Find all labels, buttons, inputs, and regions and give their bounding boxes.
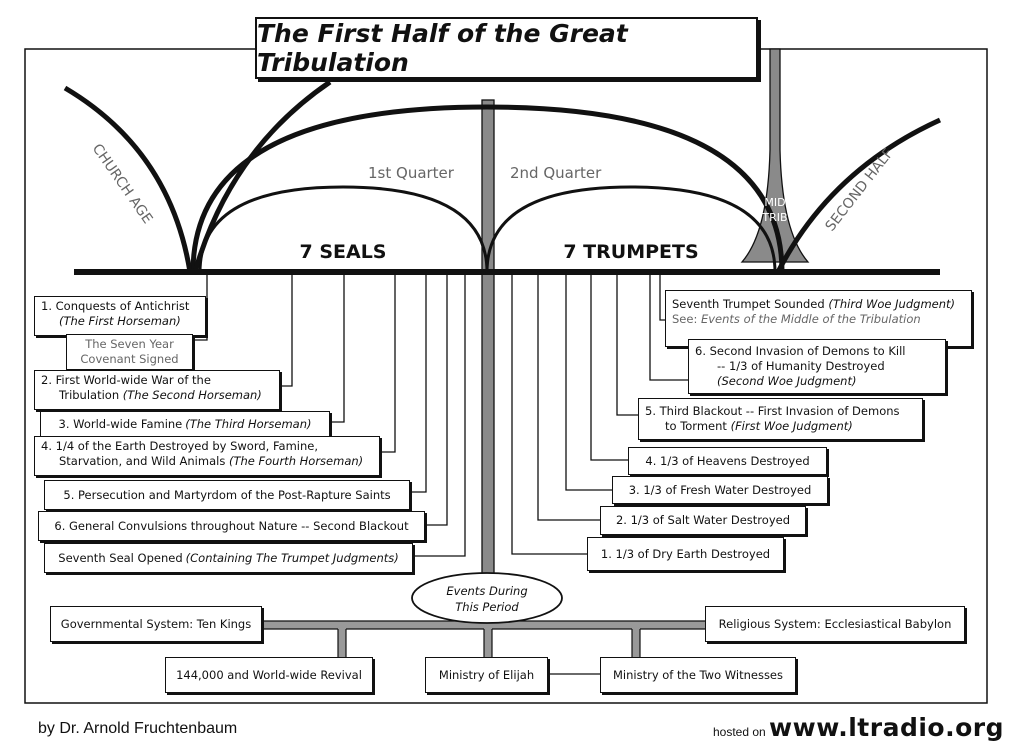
elijah-text: Ministry of Elijah (438, 667, 535, 682)
trumpet-7-line1-italic: (Third Woe Judgment) (828, 297, 956, 311)
author-credit: by Dr. Arnold Fruchtenbaum (38, 720, 238, 737)
connector-trumpet-1 (511, 272, 588, 555)
second-quarter-label: 2nd Quarter (510, 164, 602, 182)
covenant-line1: The Seven Year (85, 337, 174, 351)
governmental-system-text: Governmental System: Ten Kings (60, 616, 252, 631)
church-age-label: CHURCH AGE (89, 141, 156, 227)
covenant-line2: Covenant Signed (80, 352, 179, 366)
trumpet-2-text: 2. 1/3 of Salt Water Destroyed (615, 513, 790, 527)
mid-trib-label-line1: MID (764, 196, 785, 209)
seals-heading: 7 SEALS (300, 241, 387, 263)
connector-trumpet-6 (649, 272, 690, 381)
trumpet-connectors (511, 272, 690, 555)
mid-trib-tower (740, 48, 810, 263)
first-quarter-arch (198, 185, 489, 273)
seal-2-line1: 2. First World-wide War of the (41, 373, 211, 387)
seal-4-line2-italic: (The Fourth Horseman) (228, 454, 364, 468)
trumpet-7-line2-prefix: See: (672, 312, 701, 326)
hosted-on-text: hosted on (713, 725, 770, 739)
seal-2-line2-italic: (The Second Horseman) (122, 388, 262, 402)
revival-text: 144,000 and World-wide Revival (176, 667, 362, 682)
connector-seal-6 (425, 272, 448, 526)
witnesses-box: Ministry of the Two Witnesses (600, 657, 796, 693)
connector-seal-7 (413, 272, 466, 557)
revival-box: 144,000 and World-wide Revival (165, 657, 373, 693)
seal-3-italic: (The Third Horseman) (185, 416, 312, 431)
trumpet-6-line2: -- 1/3 of Humanity Destroyed (717, 359, 885, 373)
second-half-arc (775, 117, 942, 274)
outer-frame (24, 48, 988, 704)
connector-trumpet-4 (590, 272, 628, 461)
hosted-credit: hosted on www.ltradio.org (713, 713, 1004, 742)
seal-box-1: 1. Conquests of Antichrist (The First Ho… (34, 296, 206, 336)
seal-1-line2: (The First Horseman) (59, 314, 181, 328)
page-title: The First Half of the Great Tribulation (255, 17, 758, 79)
seal-box-6: 6. General Convulsions throughout Nature… (38, 511, 425, 541)
mid-trib-label-line2: TRIB (761, 211, 787, 224)
trumpet-5-line2-italic: (First Woe Judgment) (730, 419, 853, 433)
events-oval-line2: This Period (455, 600, 519, 614)
site-link[interactable]: www.ltradio.org (769, 713, 1004, 742)
seal-3-prefix: 3. World-wide Famine (58, 416, 183, 431)
arc-to-title (192, 79, 332, 273)
trumpet-6-line1: 6. Second Invasion of Demons to Kill (695, 344, 906, 358)
seal-6-text: 6. General Convulsions throughout Nature… (54, 518, 409, 533)
first-quarter-label: 1st Quarter (368, 164, 455, 182)
seal-box-4: 4. 1/4 of the Earth Destroyed by Sword, … (34, 436, 380, 476)
trumpet-7-line2-italic: Events of the Middle of the Tribulation (700, 312, 921, 326)
trumpet-box-2: 2. 1/3 of Salt Water Destroyed (600, 506, 806, 535)
connector-seal-2 (280, 272, 293, 387)
trumpets-heading: 7 TRUMPETS (563, 241, 698, 263)
church-age-arc (63, 85, 193, 273)
trumpet-box-1: 1. 1/3 of Dry Earth Destroyed (587, 537, 784, 571)
events-oval-line1: Events During (446, 584, 527, 598)
seal-2-line2-prefix: Tribulation (59, 388, 123, 402)
connector-trumpet-5 (616, 272, 638, 416)
connector-seal-5 (410, 272, 427, 493)
covenant-box: The Seven Year Covenant Signed (66, 334, 193, 370)
trumpet-6-line3: (Second Woe Judgment) (717, 374, 857, 388)
witnesses-text: Ministry of the Two Witnesses (612, 667, 783, 682)
central-pillar (481, 99, 495, 621)
connector-trumpet-3 (565, 272, 612, 491)
trumpet-box-6: 6. Second Invasion of Demons to Kill -- … (688, 339, 946, 394)
events-tree (262, 621, 705, 658)
religious-system-text: Religious System: Ecclesiastical Babylon (718, 616, 952, 631)
big-arch (190, 104, 785, 273)
seal-box-7: Seventh Seal Opened (Containing The Trum… (44, 543, 413, 573)
seal-4-line2-prefix: Starvation, and Wild Animals (59, 454, 229, 468)
governmental-system-box: Governmental System: Ten Kings (50, 606, 262, 642)
seal-box-2: 2. First World-wide War of the Tribulati… (34, 370, 280, 410)
trumpet-box-4: 4. 1/3 of Heavens Destroyed (628, 447, 827, 475)
trumpet-5-line1: 5. Third Blackout -- First Invasion of D… (645, 404, 900, 418)
seal-7-prefix: Seventh Seal Opened (58, 550, 183, 565)
trumpet-box-3: 3. 1/3 of Fresh Water Destroyed (612, 476, 828, 504)
events-oval (411, 572, 563, 624)
trumpet-7-line1-prefix: Seventh Trumpet Sounded (672, 297, 829, 311)
connector-trumpet-2 (537, 272, 600, 521)
connector-trumpet-7 (659, 272, 665, 321)
religious-system-box: Religious System: Ecclesiastical Babylon (705, 606, 965, 642)
seal-4-line1: 4. 1/4 of the Earth Destroyed by Sword, … (41, 439, 318, 453)
trumpet-1-text: 1. 1/3 of Dry Earth Destroyed (600, 546, 771, 561)
seal-1-line1: 1. Conquests of Antichrist (41, 299, 190, 313)
trumpet-4-text: 4. 1/3 of Heavens Destroyed (645, 453, 810, 468)
connector-seal-3 (330, 272, 345, 423)
baseline (74, 269, 940, 275)
trumpet-5-line2-prefix: to Torment (665, 419, 731, 433)
seal-7-italic: (Containing The Trumpet Judgments) (185, 550, 399, 565)
seal-box-3: 3. World-wide Famine (The Third Horseman… (40, 411, 330, 437)
seal-connectors (180, 272, 466, 557)
elijah-box: Ministry of Elijah (425, 657, 548, 693)
trumpet-box-5: 5. Third Blackout -- First Invasion of D… (638, 398, 923, 440)
trumpet-box-7: Seventh Trumpet Sounded (Third Woe Judgm… (665, 290, 972, 347)
second-quarter-arch (485, 185, 777, 273)
trumpet-3-text: 3. 1/3 of Fresh Water Destroyed (628, 482, 812, 497)
connector-seal-4 (380, 272, 396, 453)
seal-box-5: 5. Persecution and Martyrdom of the Post… (44, 480, 410, 510)
seal-5-text: 5. Persecution and Martyrdom of the Post… (63, 487, 391, 502)
